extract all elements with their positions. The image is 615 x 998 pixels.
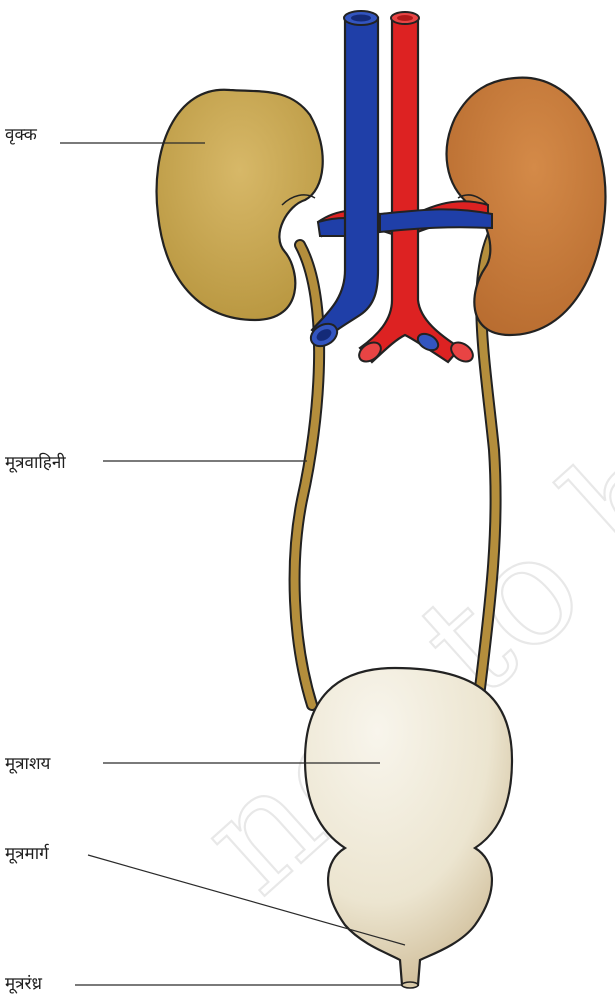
label-urethral-opening-text: मूत्ररंध्र [5, 974, 43, 994]
label-ureter-text: मूत्रवाहिनी [5, 452, 66, 473]
label-ureter: मूत्रवाहिनी [5, 452, 307, 473]
label-urethra-text: मूत्रमार्ग [5, 843, 50, 864]
label-urethral-opening: मूत्ररंध्र [5, 974, 402, 994]
left-kidney [157, 90, 323, 320]
label-kidney-text: वृक्क [5, 125, 38, 145]
urinary-bladder [305, 668, 512, 988]
label-bladder-text: मूत्राशय [5, 754, 52, 774]
